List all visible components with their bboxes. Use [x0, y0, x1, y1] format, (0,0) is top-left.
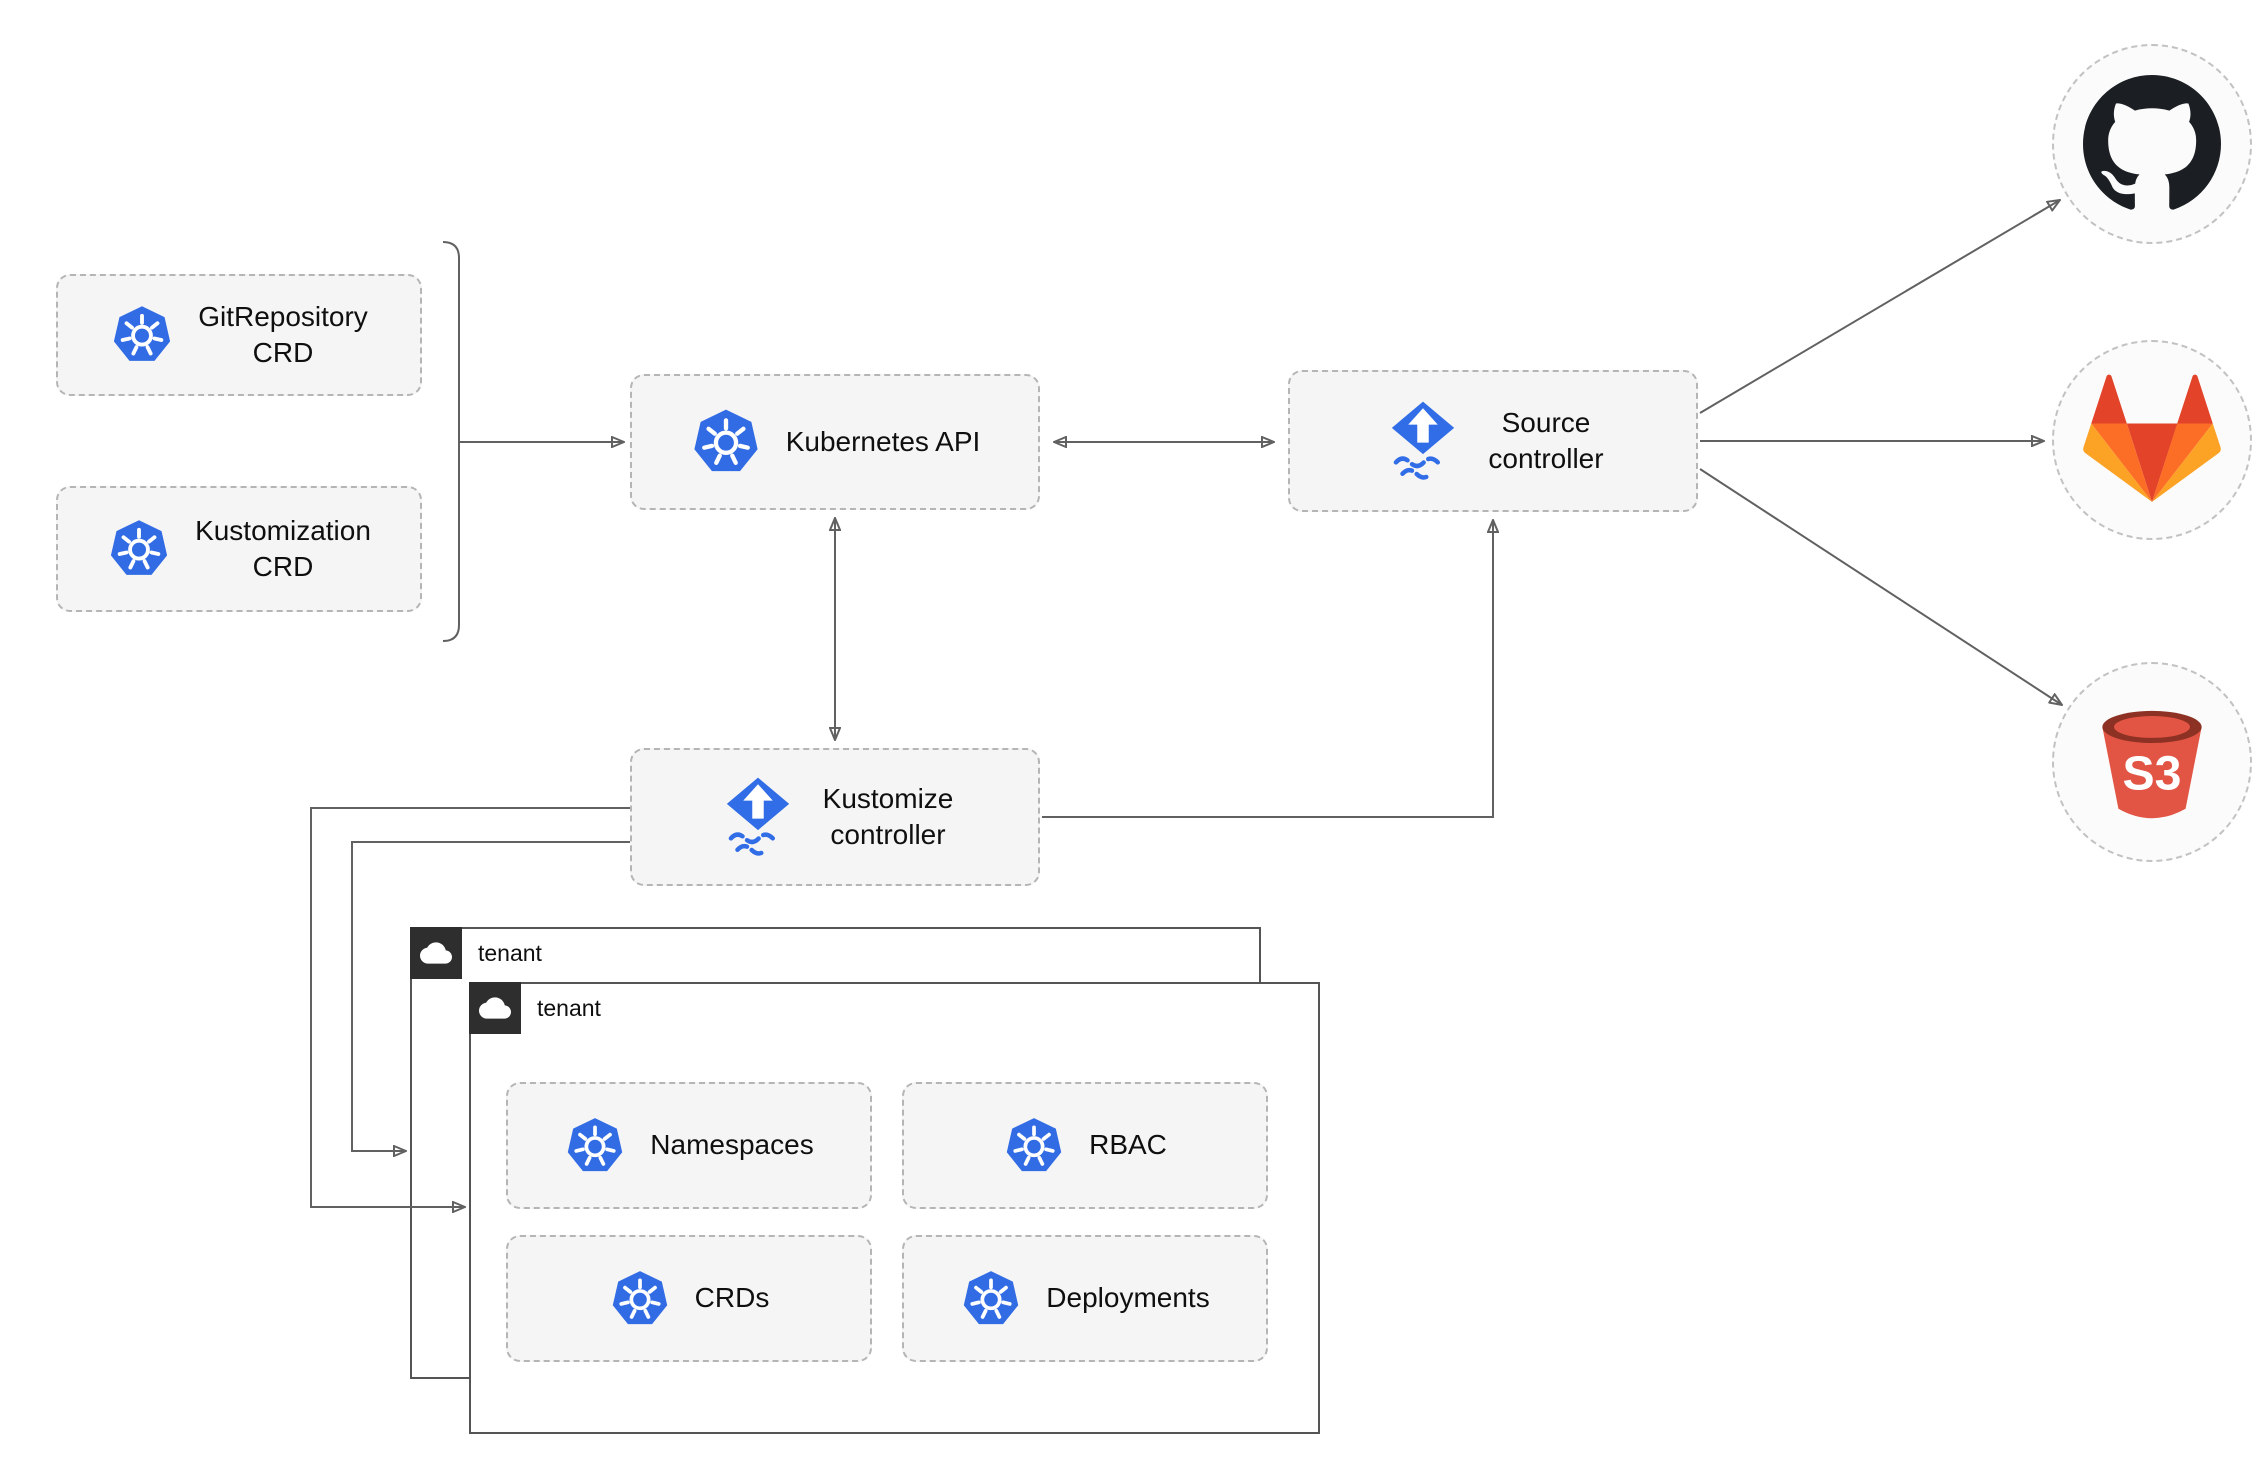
node-source-controller: Source controller [1288, 370, 1698, 512]
source-controller-label: Source controller [1488, 405, 1603, 478]
kustomization-crd-label: Kustomization CRD [195, 513, 371, 586]
node-deployments: Deployments [902, 1235, 1268, 1362]
kustomize-controller-label: Kustomize controller [823, 781, 954, 854]
label-line: controller [1488, 443, 1604, 474]
cloud-chip [469, 982, 521, 1034]
label-line: CRD [252, 551, 314, 582]
gitrepository-crd-label: GitRepository CRD [198, 299, 368, 372]
rbac-label: RBAC [1089, 1127, 1167, 1163]
label-line: GitRepository [198, 300, 368, 332]
namespaces-label: Namespaces [650, 1127, 813, 1163]
external-github [2052, 44, 2252, 244]
kubernetes-icon [112, 304, 173, 363]
edge-source-controller-s3 [1699, 468, 2062, 705]
kubernetes-icon [610, 1268, 669, 1326]
label-line: Namespaces [650, 1129, 814, 1161]
node-namespaces: Namespaces [506, 1082, 872, 1209]
gitlab-icon [2083, 374, 2221, 502]
label-line: RBAC [1089, 1129, 1167, 1161]
label-line: Kubernetes API [785, 425, 981, 457]
cloud-icon [420, 942, 452, 964]
kubernetes-api-label: Kubernetes API [786, 424, 981, 460]
node-kustomization-crd: Kustomization CRD [56, 486, 422, 612]
node-crds: CRDs [506, 1235, 872, 1362]
crd-group-bracket [442, 241, 460, 642]
tenant-front-label: tenant [537, 994, 601, 1021]
edge-kustomize-controller-source-controller [1042, 520, 1493, 818]
github-icon [2083, 75, 2221, 210]
kubernetes-icon [566, 1115, 625, 1173]
label-line: Kustomize [822, 782, 954, 814]
kubernetes-icon [690, 406, 762, 478]
kubernetes-icon [962, 1268, 1021, 1326]
tenant-back-label: tenant [478, 939, 542, 966]
kubernetes-icon [1005, 1115, 1064, 1173]
crds-label: CRDs [695, 1280, 770, 1316]
cloud-chip [410, 927, 462, 979]
label-line: CRD [252, 337, 314, 368]
label-line: CRDs [694, 1282, 770, 1314]
kubernetes-icon [109, 518, 170, 577]
node-kubernetes-api: Kubernetes API [630, 374, 1040, 510]
external-s3: S3 [2052, 662, 2252, 862]
deployments-label: Deployments [1046, 1280, 1209, 1316]
label-line: Source [1501, 406, 1591, 438]
label-line: Kustomization [195, 514, 371, 546]
node-rbac: RBAC [902, 1082, 1268, 1209]
label-line: controller [830, 819, 946, 850]
tenant-back-header: tenant [410, 927, 542, 979]
edge-source-controller-github [1699, 200, 2060, 414]
tenant-front-header: tenant [469, 982, 601, 1034]
label-line: Deployments [1046, 1282, 1210, 1314]
flux-icon [717, 776, 799, 858]
flux-icon [1382, 400, 1464, 482]
s3-icon-text: S3 [2123, 747, 2182, 801]
node-gitrepository-crd: GitRepository CRD [56, 274, 422, 396]
node-kustomize-controller: Kustomize controller [630, 748, 1040, 886]
cloud-icon [479, 997, 511, 1019]
external-gitlab [2052, 340, 2252, 540]
s3-bucket-icon: S3 [2102, 710, 2202, 819]
